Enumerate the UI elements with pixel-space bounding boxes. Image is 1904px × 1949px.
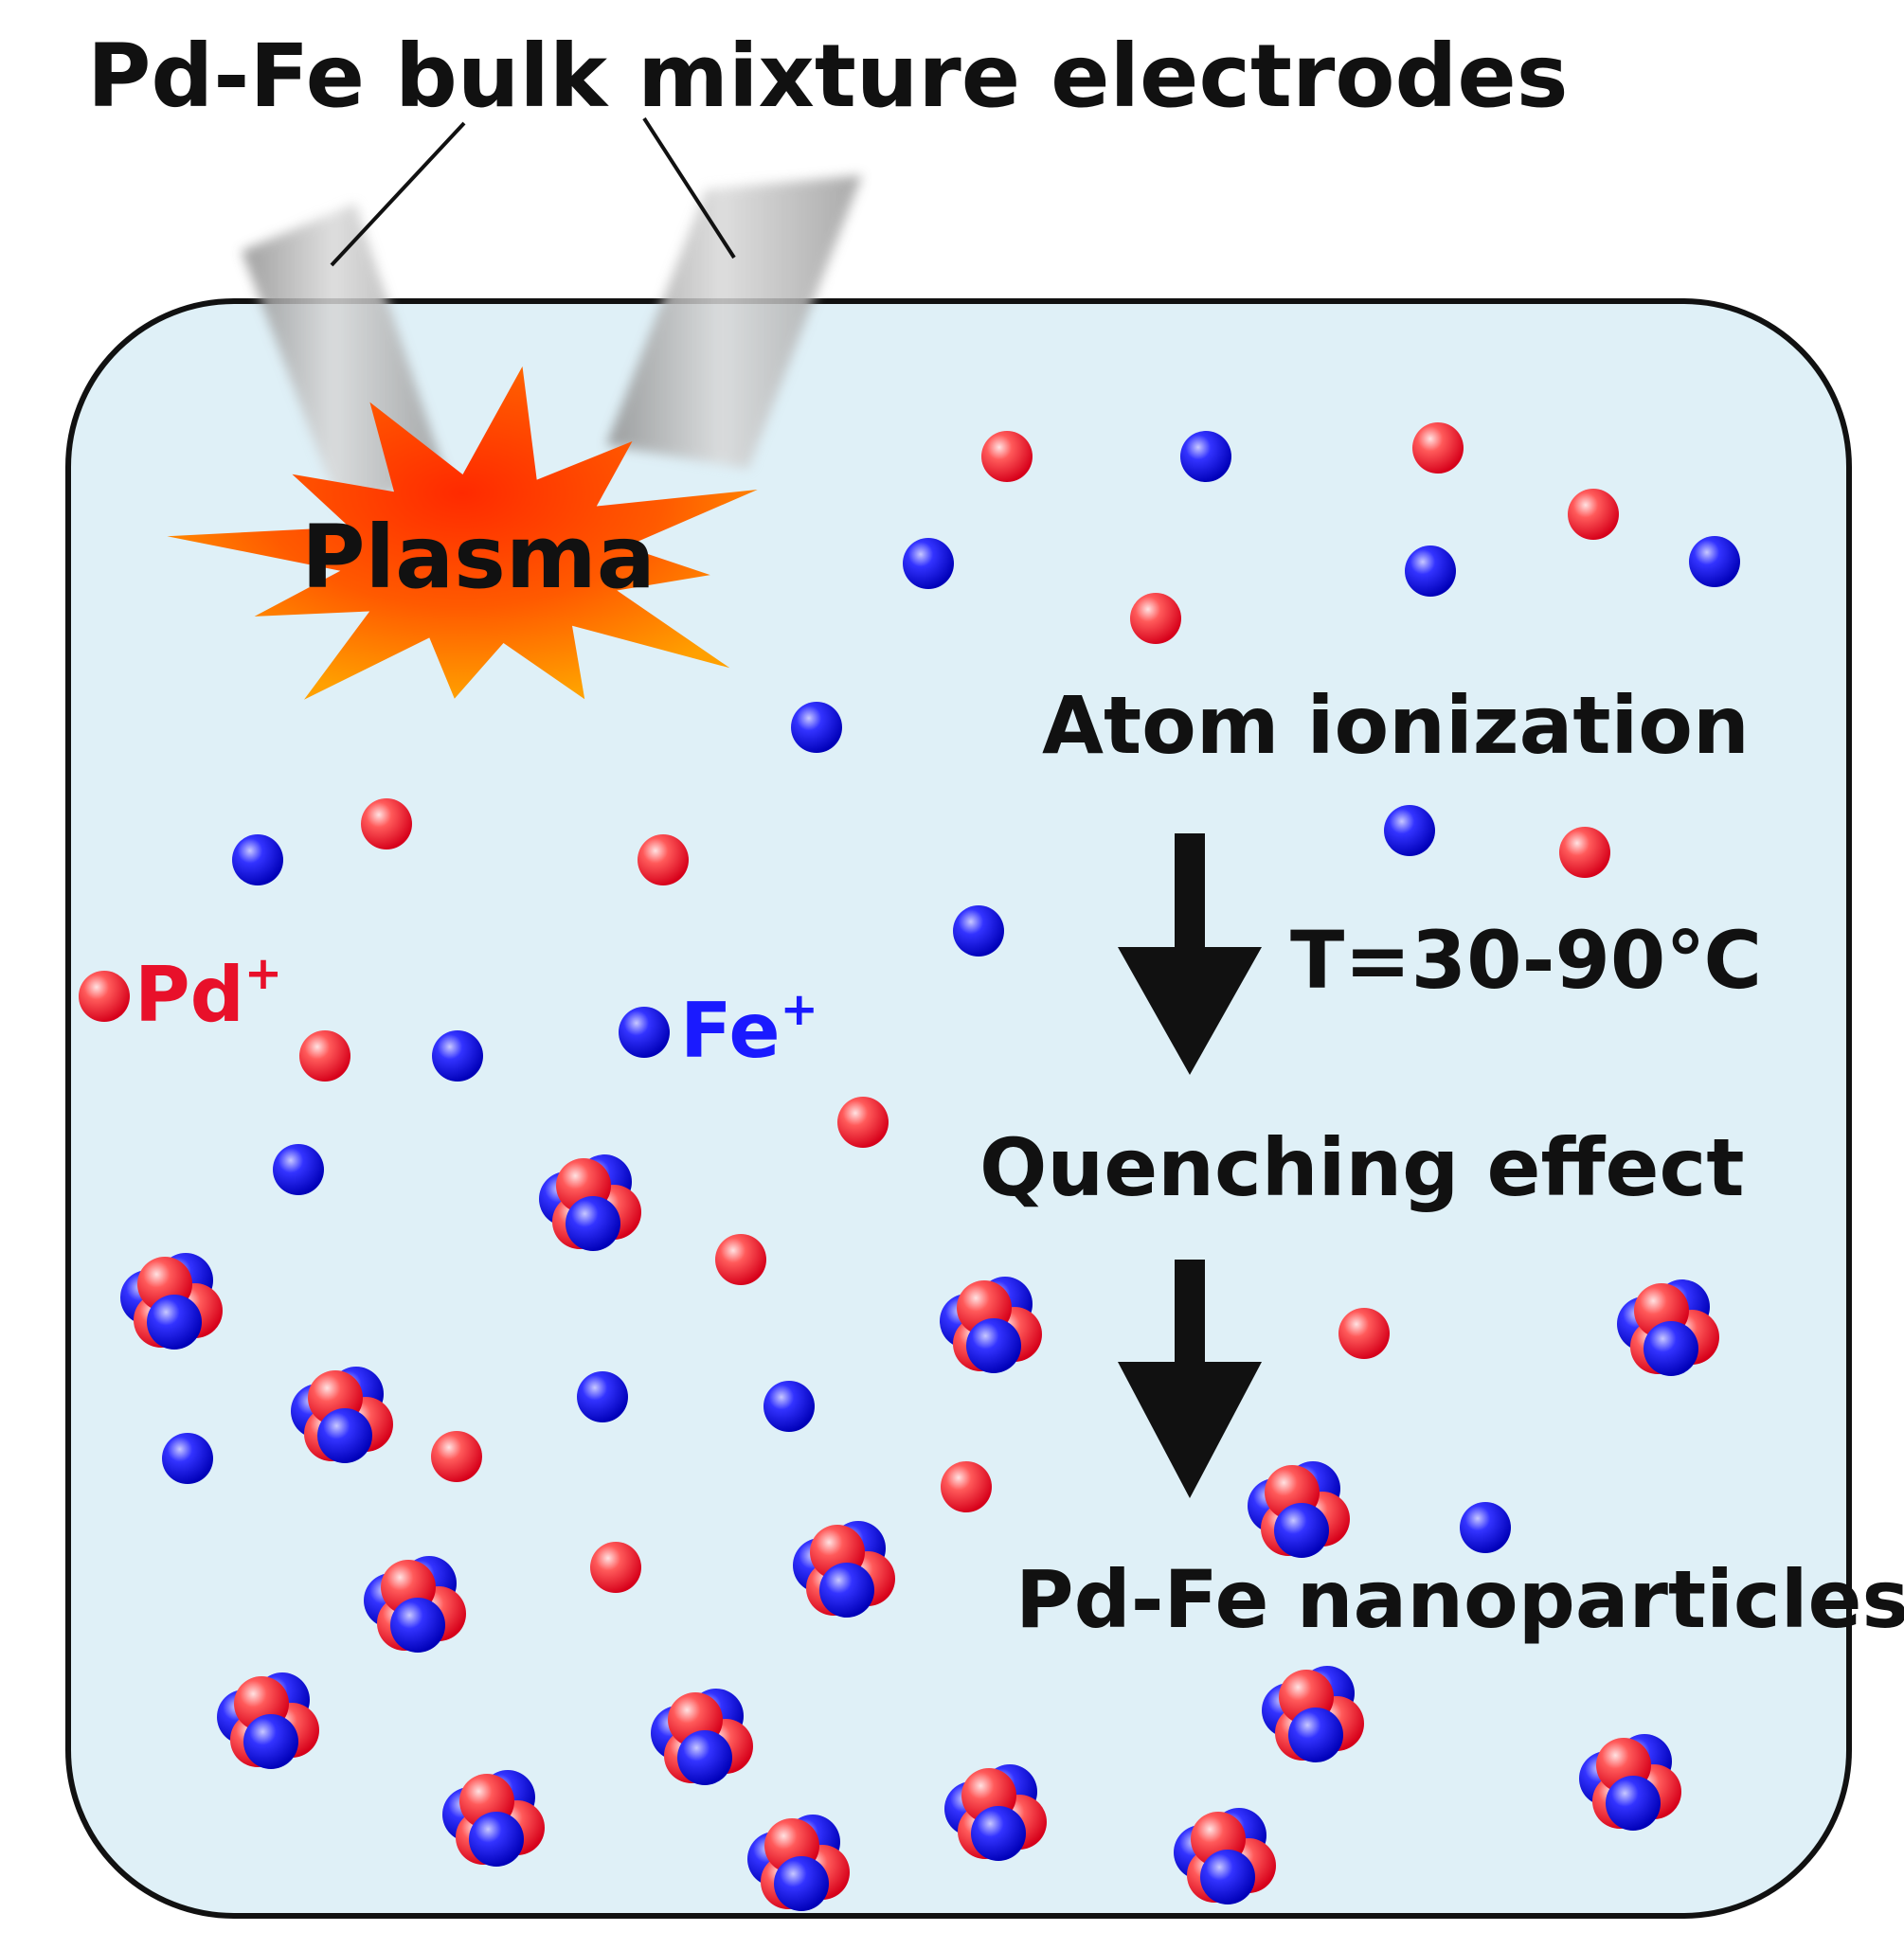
- fe-ion: [903, 538, 954, 589]
- fe-atom: [566, 1196, 620, 1251]
- fe-ion: [273, 1144, 324, 1195]
- fe-ion: [1689, 536, 1740, 587]
- pd-ion: [590, 1542, 641, 1593]
- pdfe-nanoparticle: [793, 1521, 895, 1618]
- pd-ion: [1559, 827, 1610, 878]
- pd-ion: [361, 798, 412, 849]
- right-electrode: [606, 175, 862, 469]
- pdfe-nanoparticle: [1617, 1279, 1719, 1376]
- pd-ion-charge: +: [244, 947, 282, 1000]
- pdfe-nanoparticle: [944, 1764, 1047, 1861]
- fe-ion: [953, 905, 1004, 957]
- step-pdfe-nanoparticles: Pd-Fe nanoparticles: [1015, 1553, 1904, 1646]
- fe-atom: [971, 1806, 1026, 1861]
- pdfe-nanoparticle: [1248, 1461, 1350, 1558]
- pdfe-nanoparticle: [747, 1815, 850, 1911]
- electrodes-title: Pd-Fe bulk mixture electrodes: [87, 26, 1569, 127]
- arrow-down-1: [1118, 833, 1262, 1075]
- pd-ion: [1338, 1308, 1390, 1359]
- fe-ion-legend-ball: [619, 1007, 670, 1058]
- fe-atom: [1274, 1503, 1329, 1558]
- plasma-burst: [167, 366, 758, 700]
- pd-ion: [638, 834, 689, 885]
- fe-ion: [232, 834, 283, 885]
- pdfe-nanoparticle: [217, 1672, 319, 1769]
- pd-ion: [941, 1461, 992, 1512]
- fe-ion: [1180, 431, 1231, 482]
- pd-ion-legend-ball: [79, 971, 130, 1022]
- pdfe-nanoparticle: [1579, 1734, 1681, 1831]
- fe-ion-charge: +: [781, 983, 818, 1036]
- ions-layer: [162, 422, 1740, 1593]
- fe-ion-legend: Fe+: [680, 983, 818, 1075]
- fe-ion: [577, 1371, 628, 1422]
- solution-container: [65, 298, 1852, 1919]
- pd-ion: [431, 1431, 482, 1482]
- step-temperature: T=30-90℃: [1290, 914, 1762, 1007]
- fe-ion-label: Fe: [680, 987, 781, 1075]
- fe-atom: [1200, 1850, 1255, 1904]
- fe-ion: [432, 1030, 483, 1082]
- pdfe-nanoparticle: [291, 1367, 393, 1463]
- fe-atom: [390, 1598, 445, 1653]
- right-electrode-pointer: [642, 116, 736, 259]
- fe-atom: [147, 1295, 202, 1350]
- pdfe-nanoparticle: [442, 1770, 545, 1867]
- pd-ion: [715, 1234, 766, 1285]
- nanoparticles-layer: [120, 1154, 1719, 1911]
- fe-atom: [677, 1730, 732, 1785]
- pd-ion: [299, 1030, 350, 1082]
- pd-ion: [837, 1097, 889, 1148]
- pdfe-nanoparticle: [364, 1556, 466, 1653]
- pdfe-nanoparticle: [1262, 1666, 1364, 1762]
- fe-ion: [763, 1381, 815, 1432]
- pd-ion: [1568, 489, 1619, 540]
- pdfe-nanoparticle: [651, 1689, 753, 1785]
- step-quenching-effect: Quenching effect: [979, 1121, 1744, 1214]
- pd-ion: [1130, 593, 1181, 644]
- fe-atom: [469, 1812, 524, 1867]
- fe-atom: [1606, 1776, 1661, 1831]
- fe-atom: [966, 1318, 1021, 1373]
- pdfe-nanoparticle: [1174, 1808, 1276, 1904]
- pd-ion: [981, 431, 1033, 482]
- fe-ion: [162, 1433, 213, 1484]
- fe-atom: [243, 1714, 298, 1769]
- fe-atom: [317, 1408, 372, 1463]
- fe-atom: [1288, 1708, 1343, 1762]
- pdfe-nanoparticle: [120, 1253, 223, 1350]
- fe-atom: [819, 1563, 874, 1618]
- fe-ion: [1405, 545, 1456, 597]
- pd-ion-label: Pd: [135, 951, 244, 1039]
- legend-balls: [79, 971, 670, 1058]
- fe-ion: [1460, 1502, 1511, 1553]
- fe-ion: [791, 702, 842, 753]
- pdfe-nanoparticle: [539, 1154, 641, 1251]
- left-electrode-pointer: [330, 121, 466, 267]
- plasma-label: Plasma: [301, 507, 656, 608]
- fe-atom: [1644, 1321, 1698, 1376]
- pd-ion: [1412, 422, 1464, 474]
- arrow-down-2: [1118, 1260, 1262, 1498]
- step-atom-ionization: Atom ionization: [1042, 679, 1750, 772]
- pdfe-nanoparticle: [940, 1277, 1042, 1373]
- pd-ion-legend: Pd+: [135, 947, 282, 1039]
- fe-atom: [774, 1856, 829, 1911]
- fe-ion: [1384, 805, 1435, 856]
